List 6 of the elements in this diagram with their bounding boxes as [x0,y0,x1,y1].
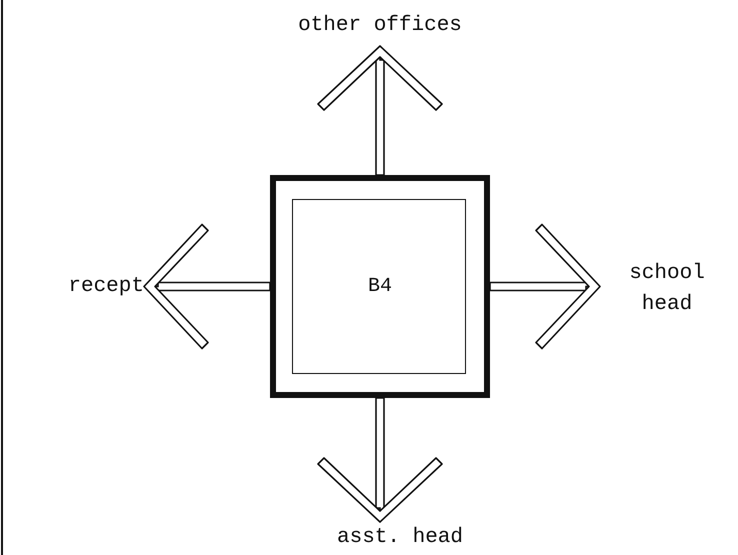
node-label: B4 [368,274,392,300]
node-label: asst. head [336,525,464,552]
room-box [270,175,490,398]
node-label: recept [68,274,144,300]
node-label: school head [628,260,706,318]
node-label: other offices [298,13,462,40]
